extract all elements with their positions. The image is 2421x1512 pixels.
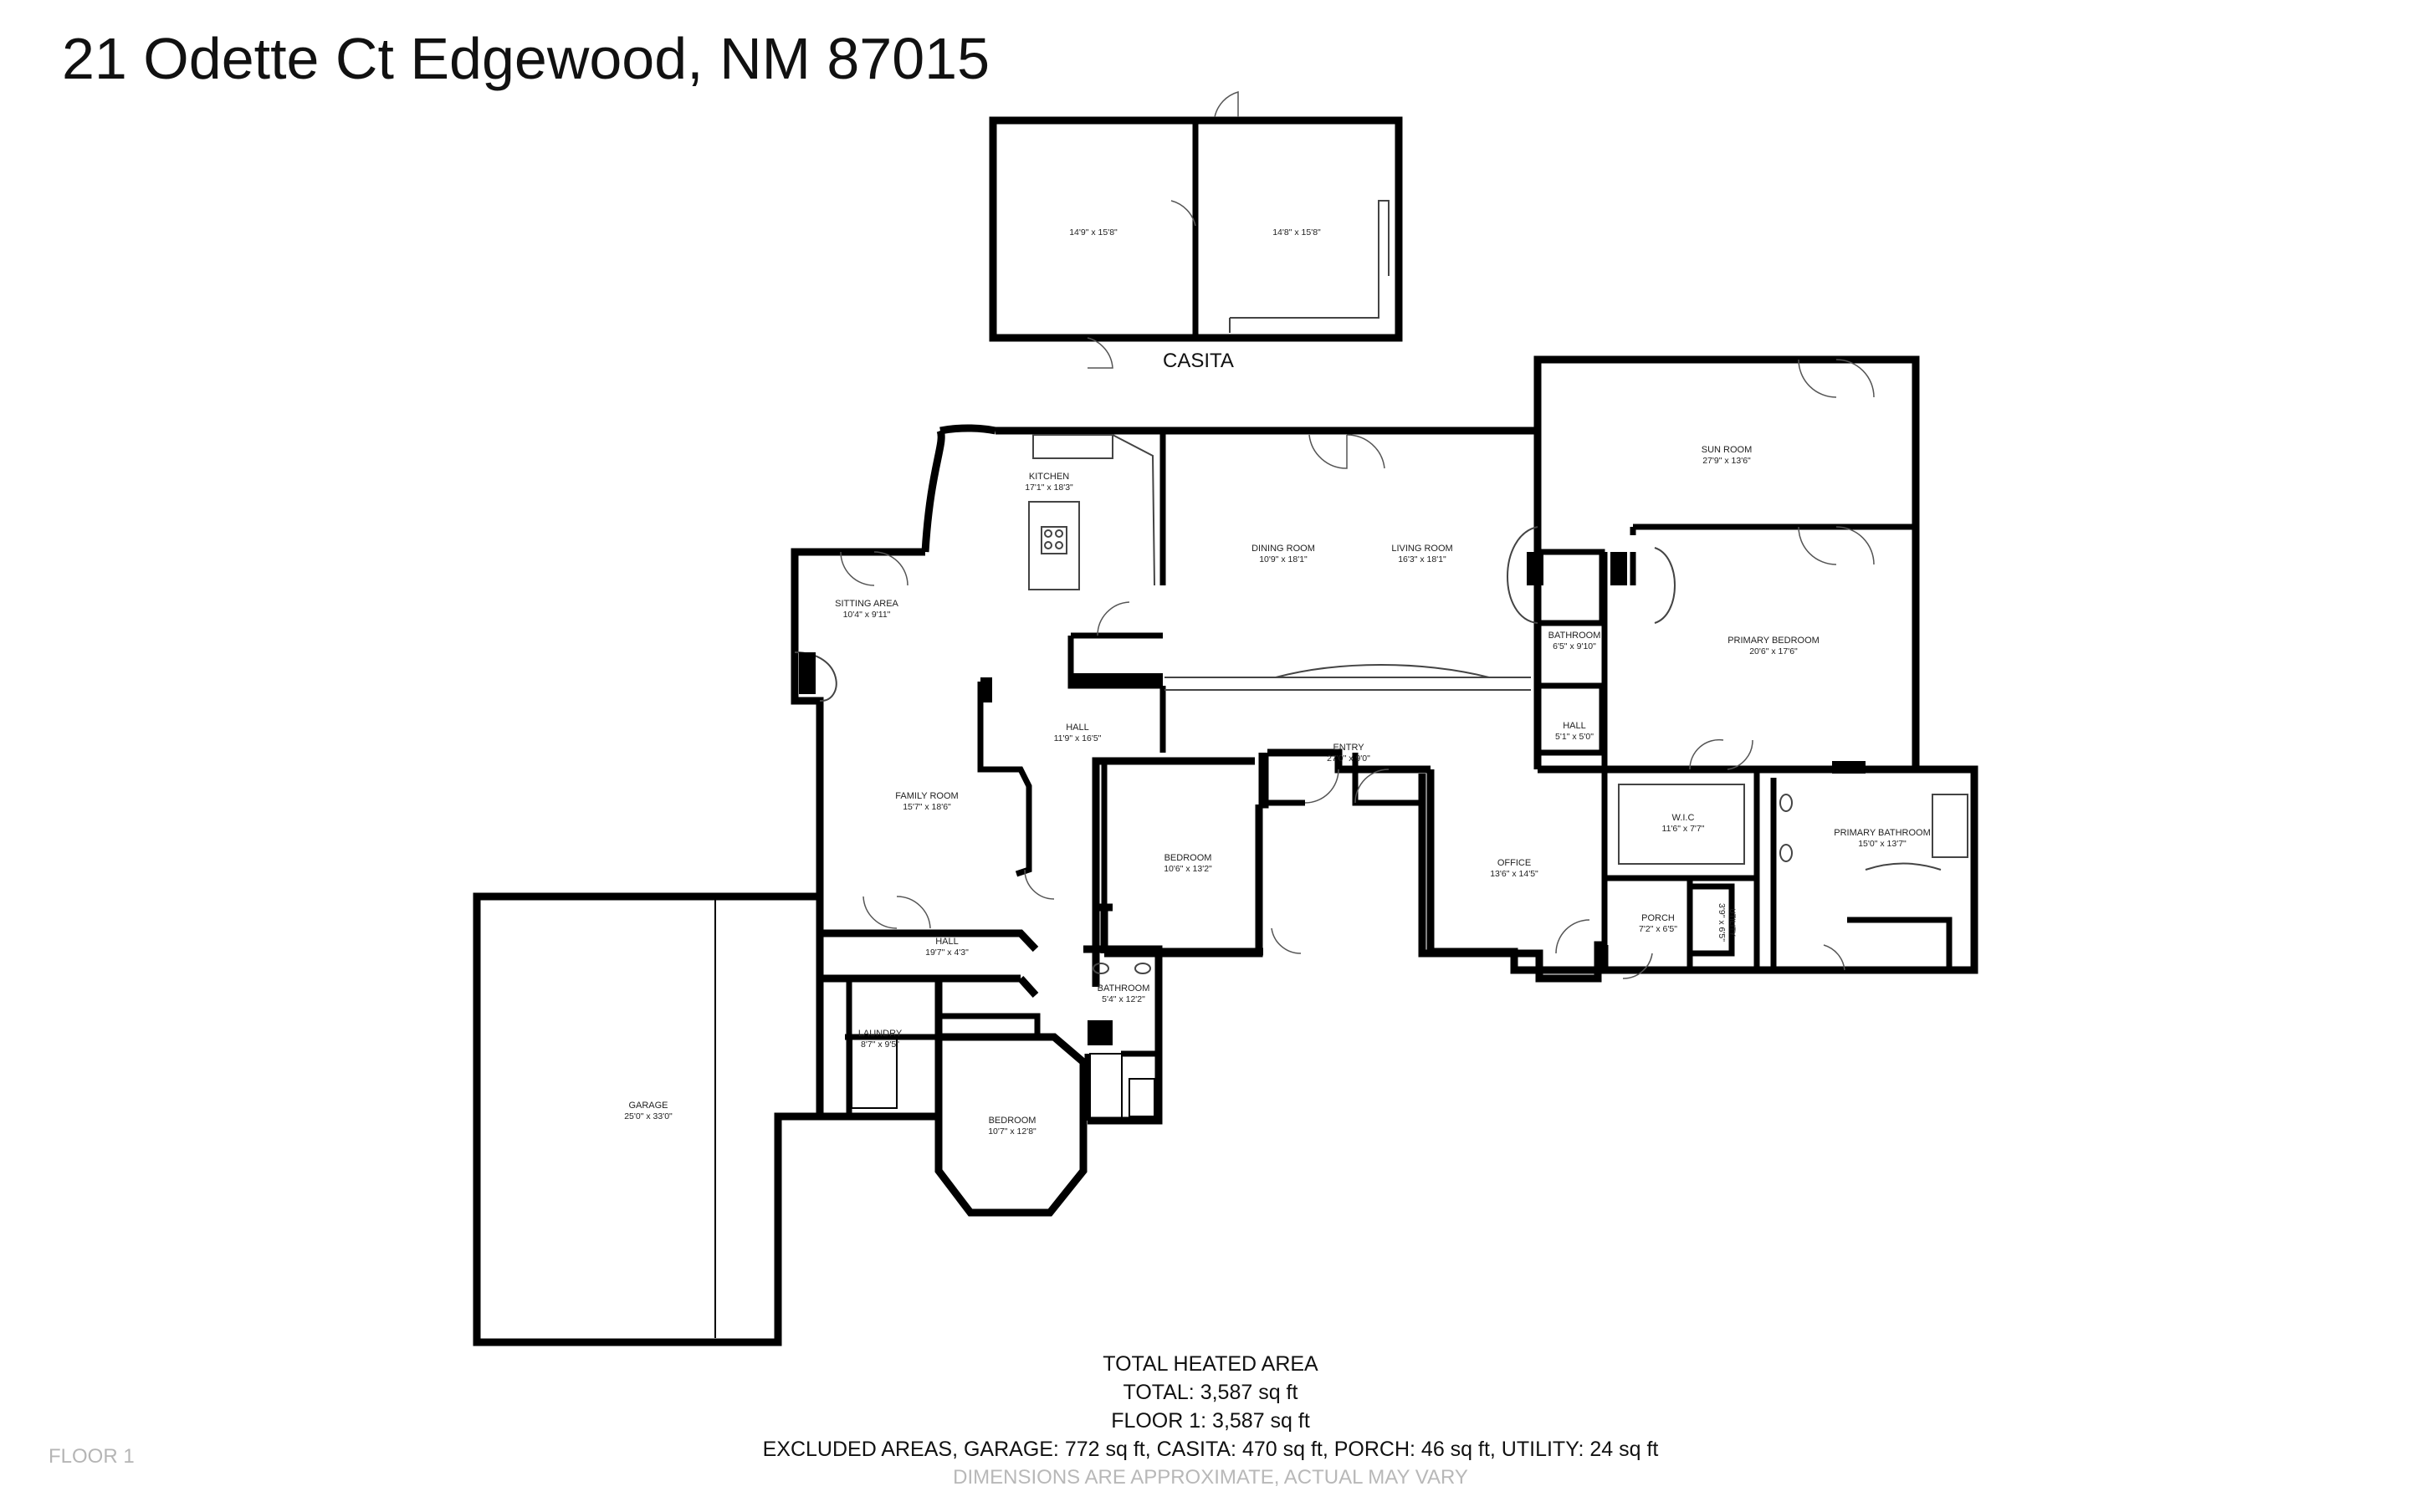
- room-dimension: 13'6" x 14'5": [1490, 869, 1538, 879]
- room-dimension: 8'7" x 9'5": [861, 1040, 899, 1050]
- wall-blocks: [799, 552, 1866, 1045]
- room-dimension: 27'9" x 13'6": [1702, 456, 1751, 466]
- room-name: PRIMARY BEDROOM: [1727, 636, 1820, 646]
- room-name: HALL: [935, 937, 959, 947]
- wall: [820, 929, 1039, 953]
- casita-label: CASITA: [1163, 350, 1234, 372]
- room-dimension: 11'9" x 16'5": [1053, 733, 1102, 743]
- fixtures: [794, 200, 1968, 974]
- room-dimension: 27'0" x 9'0": [1327, 753, 1370, 764]
- room-name: BATHROOM: [1548, 631, 1601, 641]
- area-summary: TOTAL HEATED AREA TOTAL: 3,587 sq ft FLO…: [0, 1350, 2421, 1492]
- room-name: ENTRY: [1333, 743, 1364, 753]
- summary-heading: TOTAL HEATED AREA: [1103, 1352, 1318, 1376]
- room-dimension: 10'6" x 13'2": [1164, 864, 1212, 874]
- sunroom-walls: [1533, 355, 1920, 520]
- room-name: PRIMARY BATHROOM: [1834, 828, 1931, 838]
- room-dimension: 5'1" x 5'0": [1555, 732, 1594, 742]
- garage-outline: [473, 892, 824, 1346]
- curved-wall: [921, 429, 945, 553]
- room-name: HALL: [1066, 723, 1089, 733]
- room-name: KITCHEN: [1028, 472, 1070, 482]
- room-dimension: 10'7" x 12'8": [988, 1126, 1036, 1137]
- summary-floor1: FLOOR 1: 3,587 sq ft: [1111, 1409, 1310, 1433]
- wall: [1847, 765, 1978, 974]
- room-dimension: 14'8" x 15'8": [1272, 227, 1321, 238]
- room-name: SUN ROOM: [1701, 445, 1753, 455]
- room-name: FAMILY ROOM: [895, 791, 959, 801]
- room-name: HALL: [1563, 721, 1586, 731]
- room-name: BATHROOM: [1097, 983, 1150, 994]
- room-dimension: 10'4" x 9'11": [842, 610, 891, 620]
- wall: [939, 424, 996, 435]
- summary-disclaimer: DIMENSIONS ARE APPROXIMATE, ACTUAL MAY V…: [953, 1466, 1468, 1489]
- bedroom-bay-walls: [934, 1033, 1088, 1217]
- room-dimension: 5'4" x 12'2": [1102, 994, 1145, 1004]
- room-dimension: 16'3" x 18'1": [1398, 554, 1446, 564]
- room-casita-right: 14'8" x 15'8": [1272, 227, 1321, 238]
- room-dimension: 20'6" x 17'6": [1749, 646, 1798, 656]
- interior-walls: [714, 124, 1953, 1338]
- room-dimension: 3'9" x 6'5": [1717, 903, 1727, 942]
- room-name: UTILITY: [1728, 908, 1737, 937]
- page-title: 21 Odette Ct Edgewood, NM 87015: [62, 26, 990, 91]
- room-name: BEDROOM: [1164, 853, 1212, 863]
- door-swings: [840, 91, 1875, 979]
- casita-outline: [989, 116, 1403, 342]
- room-name: OFFICE: [1497, 858, 1532, 868]
- wall: [1017, 975, 1039, 999]
- summary-excluded: EXCLUDED AREAS, GARAGE: 772 sq ft, CASIT…: [762, 1438, 1659, 1461]
- room-dimension: 17'1" x 18'3": [1025, 483, 1073, 493]
- kitchen-island: [1028, 501, 1080, 590]
- wall: [1092, 757, 1255, 907]
- exterior-walls: [473, 116, 1978, 1346]
- room-name: LIVING ROOM: [1391, 544, 1453, 554]
- office-walls: [1418, 774, 1605, 983]
- room-name: W.I.C: [1671, 813, 1695, 823]
- room-name: PORCH: [1641, 913, 1675, 923]
- room-name: BEDROOM: [988, 1116, 1036, 1126]
- room-name: GARAGE: [628, 1101, 668, 1111]
- room-name: DINING ROOM: [1251, 544, 1315, 554]
- room-casita-left: 14'9" x 15'8": [1069, 227, 1118, 238]
- room-dimension: 6'5" x 9'10": [1553, 641, 1596, 651]
- room-dimension: 15'7" x 18'6": [903, 802, 951, 812]
- floor-label: FLOOR 1: [49, 1445, 135, 1468]
- room-dimension: 19'7" x 4'3": [925, 948, 969, 958]
- wall: [1100, 948, 1263, 956]
- summary-total: TOTAL: 3,587 sq ft: [1123, 1381, 1298, 1404]
- room-dimension: 15'0" x 13'7": [1858, 839, 1907, 849]
- room-dimension: 10'9" x 18'1": [1259, 554, 1308, 564]
- room-dimension: 11'6" x 7'7": [1661, 824, 1705, 834]
- room-name: SITTING AREA: [835, 599, 898, 609]
- room-dimension: 7'2" x 6'5": [1639, 924, 1677, 934]
- room-dimension: 14'9" x 15'8": [1069, 227, 1118, 238]
- room-dimension: 25'0" x 33'0": [624, 1111, 673, 1121]
- room-name: LAUNDRY: [857, 1029, 903, 1039]
